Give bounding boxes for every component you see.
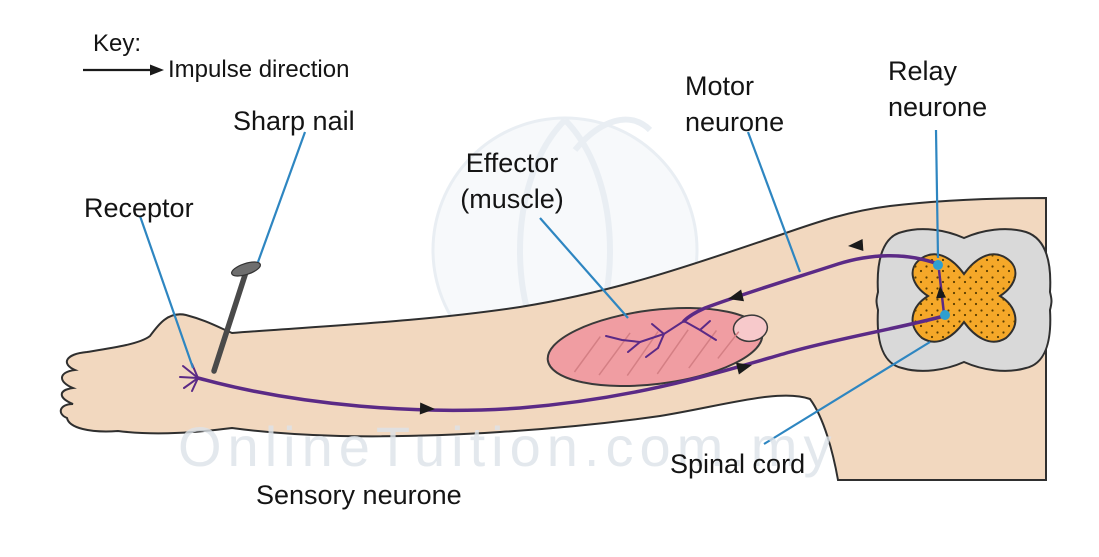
effector-muscle	[546, 306, 769, 388]
motor-neurone-label: Motor neurone	[685, 68, 784, 141]
spinal-cord-label: Spinal cord	[670, 449, 806, 479]
key-arrow	[83, 64, 164, 76]
effector-label-line2: (muscle)	[460, 184, 564, 215]
key-title: Key:	[93, 30, 142, 57]
impulse-arrows	[419, 238, 947, 415]
receptor-label: Receptor	[84, 193, 194, 223]
sharp-nail-label: Sharp nail	[233, 106, 355, 136]
receptor-shape	[179, 363, 199, 392]
nail-shape	[211, 261, 261, 374]
motor-neurone-path	[682, 254, 940, 323]
motor-end-plates	[605, 320, 717, 358]
effector-label: Effector (muscle)	[437, 145, 587, 218]
effector-label-line1: Effector	[465, 148, 559, 178]
sensory-neurone-path	[196, 314, 946, 413]
leader-lines	[138, 129, 940, 445]
sensory-neurone-label: Sensory neurone	[256, 480, 462, 510]
motor-neurone-label-line1: Motor	[685, 71, 755, 101]
relay-neurone-label-line2: neurone	[888, 92, 988, 123]
impulse-direction-label: Impulse direction	[168, 56, 350, 83]
motor-neurone-label-line2: neurone	[685, 107, 785, 138]
spinal-cord	[875, 228, 1053, 372]
relay-neurone-label: Relay neurone	[888, 53, 987, 126]
relay-neurone-label-line1: Relay	[888, 56, 958, 86]
